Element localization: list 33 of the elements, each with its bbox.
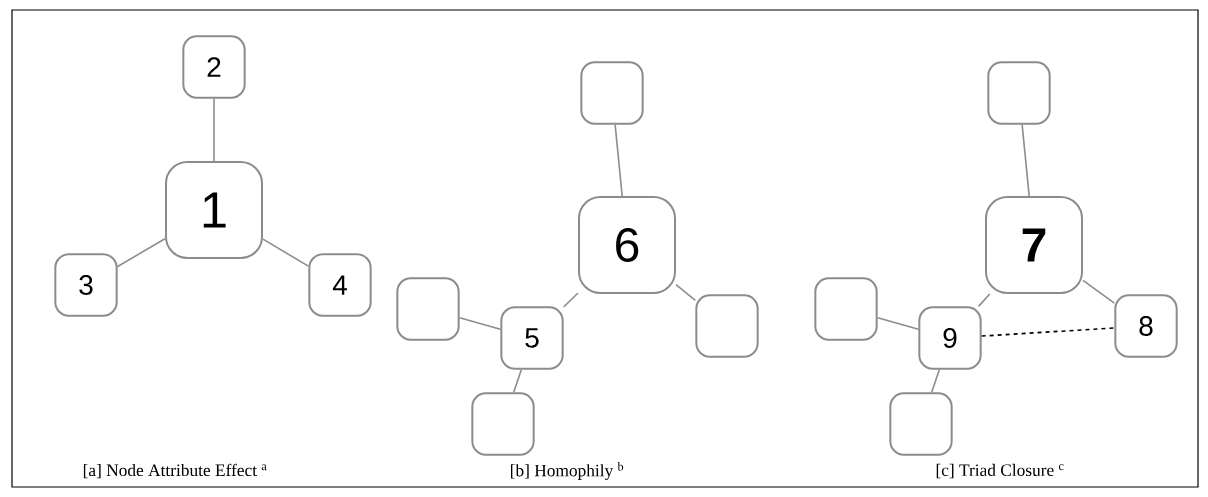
empty-box bbox=[695, 294, 759, 358]
node-box: 9 bbox=[918, 306, 982, 370]
dashed-line bbox=[980, 327, 1116, 337]
caption: [a] Node Attribute Effect $^{a}$ bbox=[83, 463, 267, 479]
caption: [c] Triad Closure $^{c}$ bbox=[936, 463, 1064, 479]
node-box: 4 bbox=[308, 253, 372, 317]
connector-line bbox=[562, 292, 579, 308]
node-box: 5 bbox=[500, 306, 564, 370]
empty-box bbox=[580, 61, 644, 125]
empty-box bbox=[987, 61, 1051, 125]
connector-line bbox=[977, 293, 991, 308]
empty-box bbox=[814, 277, 878, 341]
empty-box bbox=[396, 277, 460, 341]
empty-box bbox=[471, 392, 535, 456]
connector-line bbox=[1082, 279, 1116, 304]
connector-line bbox=[675, 283, 697, 302]
connector-line bbox=[512, 368, 523, 394]
node-box: 3 bbox=[54, 253, 118, 317]
connector-line bbox=[1021, 123, 1030, 197]
connector-line bbox=[213, 97, 215, 162]
node-box: 1 bbox=[165, 161, 263, 259]
node-box: 2 bbox=[182, 35, 246, 99]
node-box: 8 bbox=[1114, 294, 1178, 358]
connector-line bbox=[614, 123, 623, 197]
connector-line bbox=[458, 317, 502, 330]
node-box: 7 bbox=[985, 196, 1083, 294]
connector-line bbox=[262, 238, 310, 267]
connector-line bbox=[876, 317, 920, 330]
connector-line bbox=[930, 368, 941, 394]
node-box: 6 bbox=[578, 196, 676, 294]
caption: [b] Homophily $^{b}$ bbox=[511, 462, 624, 480]
empty-box bbox=[889, 392, 953, 456]
connector-line bbox=[116, 237, 166, 268]
